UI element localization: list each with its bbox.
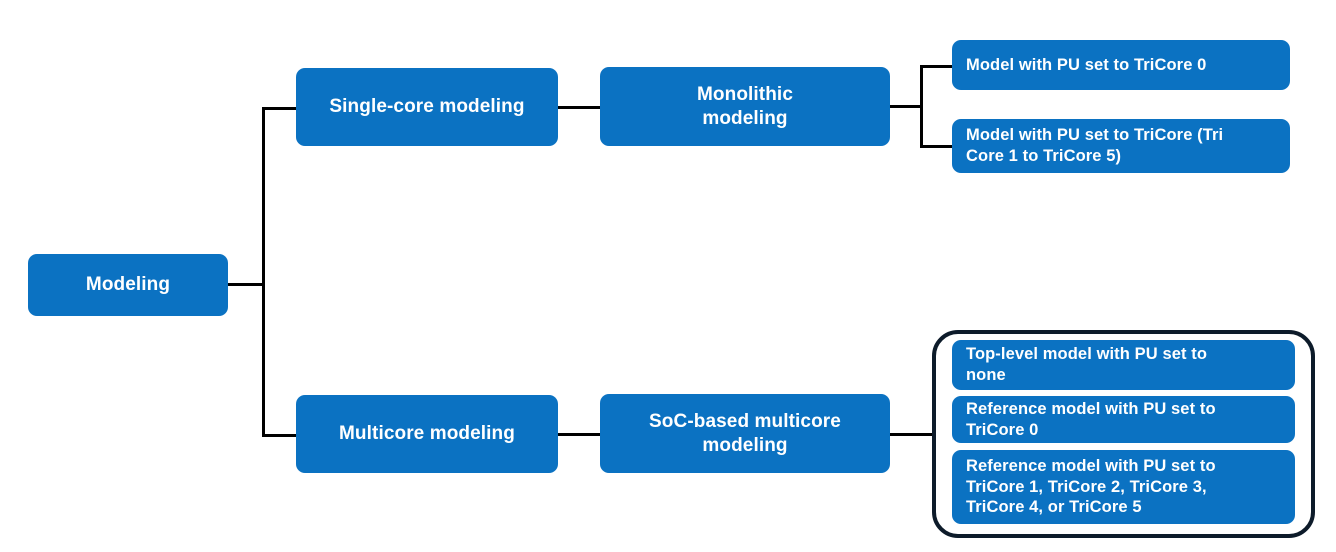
node-monolithic-modeling[interactable]: Monolithic modeling <box>600 67 890 146</box>
connector-splitter-branch-1 <box>920 65 923 148</box>
group-outline-soc-leaves <box>932 330 1315 538</box>
node-label: SoC-based multicore modeling <box>649 410 841 458</box>
node-label-line-1: Reference model with PU set to <box>966 399 1216 418</box>
node-label-line-1: SoC-based multicore <box>649 410 841 432</box>
node-label-line-2: modeling <box>702 107 788 129</box>
node-model-pu-tricore-0[interactable]: Model with PU set to TriCore 0 <box>952 40 1290 90</box>
node-model-pu-tricore-1-to-5[interactable]: Model with PU set to TriCore (Tri Core 1… <box>952 119 1290 173</box>
connector-child-1-to-splitter <box>890 105 923 108</box>
node-label: Top-level model with PU set to none <box>966 344 1207 385</box>
connector-child-2-to-group <box>890 433 936 436</box>
connector-root-to-trunk <box>228 283 265 286</box>
node-label: Model with PU set to TriCore (Tri Core 1… <box>966 125 1223 166</box>
node-single-core-modeling[interactable]: Single-core modeling <box>296 68 558 146</box>
connector-trunk-vertical <box>262 107 265 437</box>
node-label: Reference model with PU set to TriCore 1… <box>966 456 1216 518</box>
node-label: Single-core modeling <box>329 96 525 118</box>
node-label-line-1: Model with PU set to TriCore 0 <box>966 55 1207 74</box>
connector-trunk-to-branch-1 <box>262 107 298 110</box>
node-label-line-1: Reference model with PU set to <box>966 457 1216 476</box>
node-label: Modeling <box>85 274 171 296</box>
node-label-line-2: modeling <box>702 434 788 456</box>
node-multicore-modeling[interactable]: Multicore modeling <box>296 395 558 473</box>
node-reference-model-pu-tricore-0[interactable]: Reference model with PU set to TriCore 0 <box>952 396 1295 443</box>
connector-branch-1-to-child <box>558 106 601 109</box>
node-label-line-2: TriCore 1, TriCore 2, TriCore 3, <box>966 477 1207 496</box>
node-label-line-3: TriCore 4, or TriCore 5 <box>966 498 1142 517</box>
connector-branch-2-to-child <box>558 433 601 436</box>
node-top-level-model-pu-none[interactable]: Top-level model with PU set to none <box>952 340 1295 390</box>
node-label-line-1: Monolithic <box>697 83 793 105</box>
node-label-line-1: Model with PU set to TriCore (Tri <box>966 126 1224 145</box>
node-modeling-root[interactable]: Modeling <box>28 254 228 316</box>
node-label-line-2: none <box>966 366 1006 384</box>
node-label: Model with PU set to TriCore 0 <box>966 55 1206 76</box>
node-soc-based-multicore-modeling[interactable]: SoC-based multicore modeling <box>600 394 890 473</box>
node-reference-model-pu-tricore-1-to-5[interactable]: Reference model with PU set to TriCore 1… <box>952 450 1295 524</box>
node-label: Reference model with PU set to TriCore 0 <box>966 399 1216 440</box>
node-label-line-2: TriCore 0 <box>966 420 1039 439</box>
node-label: Multicore modeling <box>339 423 515 445</box>
node-label-line-1: Top-level model with PU set to <box>966 345 1208 364</box>
connector-trunk-to-branch-2 <box>262 434 298 437</box>
node-label: Monolithic modeling <box>697 83 793 131</box>
connector-splitter-to-leaf-1 <box>920 65 954 68</box>
node-label-line-2: Core 1 to TriCore 5) <box>966 147 1122 165</box>
connector-splitter-to-leaf-2 <box>920 145 954 148</box>
